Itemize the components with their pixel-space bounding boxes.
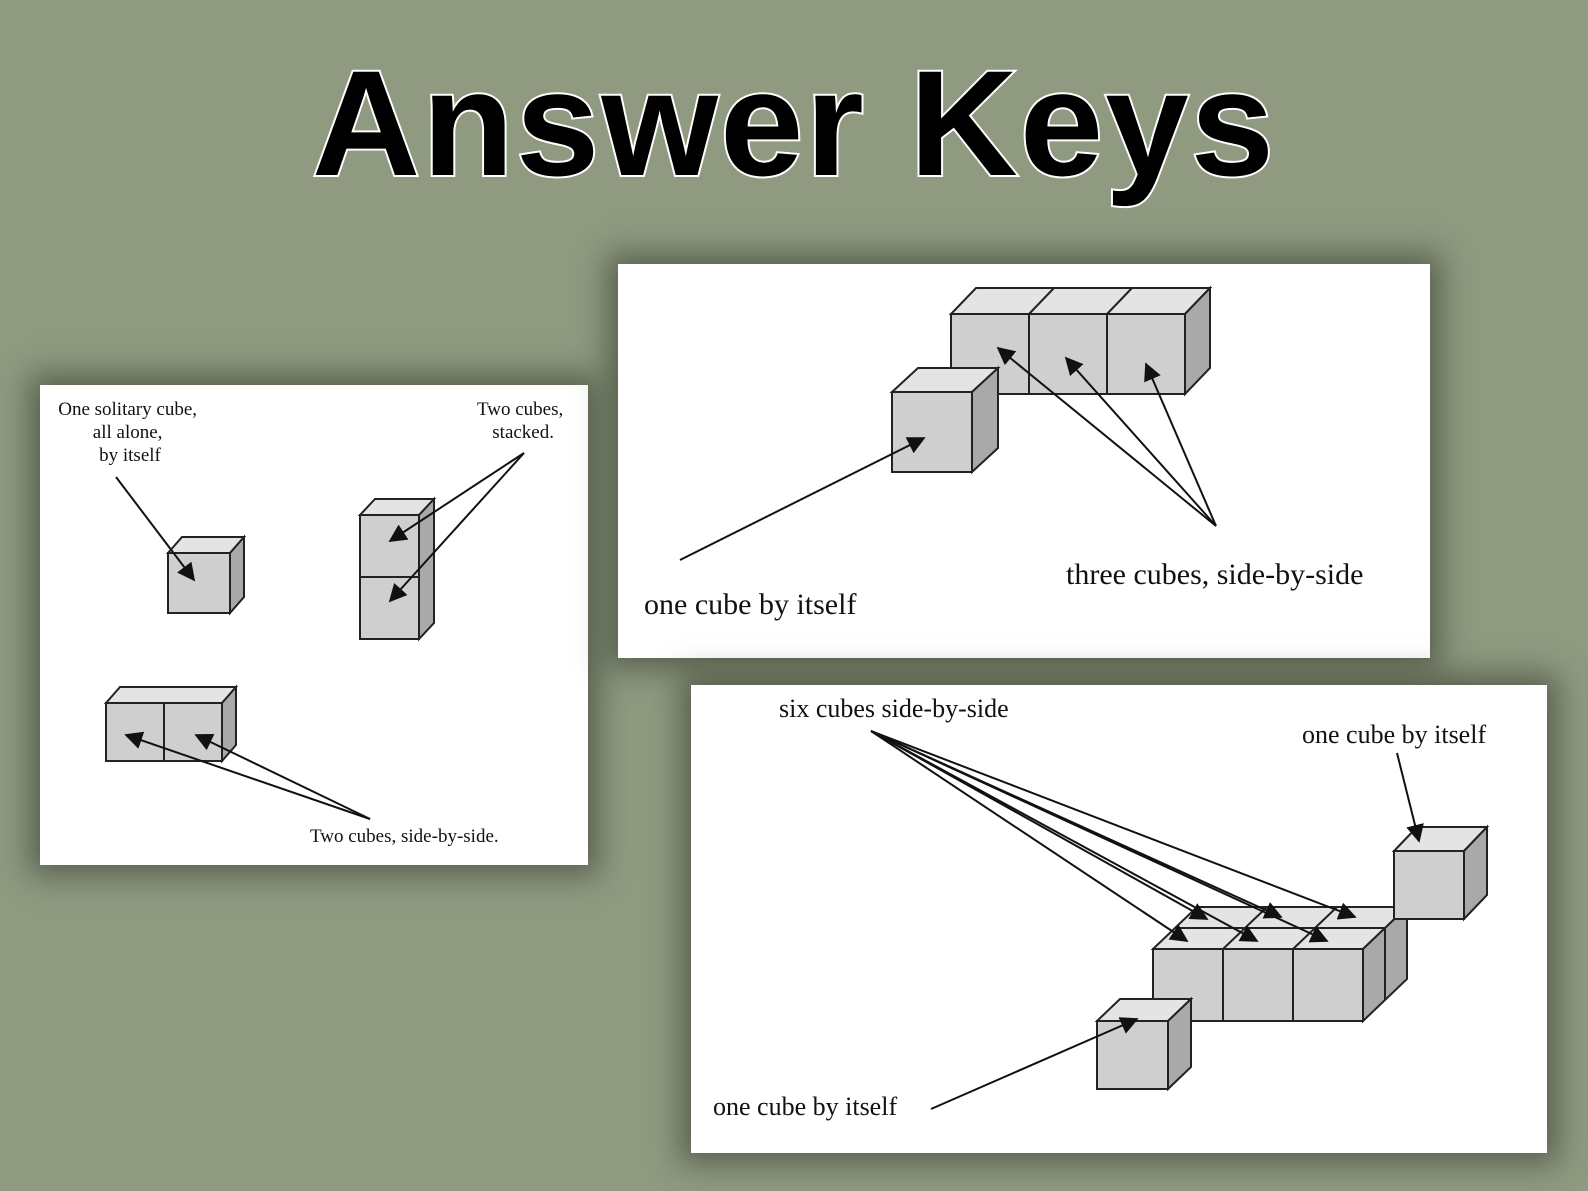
arrow-to-top-stacked-cube [388, 452, 525, 542]
single-cube-top-right [1391, 824, 1490, 922]
arrow-to-single-cube [115, 476, 196, 582]
arrow-to-second-row-cube [1064, 356, 1217, 527]
panel-a-diagram: One solitary cube, all alone, by itself … [58, 399, 568, 847]
answer-panel-eight-cubes: six cubes side-by-side one cube by itsel… [691, 685, 1547, 1153]
arrow-to-right-side-cube [194, 733, 371, 820]
arrow-to-bottom-stacked-cube [388, 452, 525, 603]
three-cubes-row [948, 285, 1213, 397]
label-two-cubes-side-by-side: Two cubes, side-by-side. [310, 826, 499, 847]
single-cube [165, 534, 247, 616]
answer-panel-small-structures: One solitary cube, all alone, by itself … [40, 385, 588, 865]
arrow-to-third-row-cube [1144, 362, 1217, 527]
stacked-cubes [357, 496, 437, 642]
panel-b-diagram: one cube by itself three cubes, side-by-… [644, 285, 1363, 621]
label-one-cube-by-itself-bottom: one cube by itself [713, 1092, 897, 1121]
arrow-to-left-side-cube [124, 731, 371, 820]
arrow-to-bottom-cube [930, 1017, 1139, 1110]
arrow-to-first-row-cube [996, 346, 1217, 527]
label-two-cubes-stacked: Two cubes, stacked. [477, 399, 568, 443]
single-cube [889, 365, 1001, 475]
answer-panel-four-cubes: one cube by itself three cubes, side-by-… [618, 264, 1430, 658]
single-cube-bottom [1094, 996, 1194, 1092]
page-title: Answer Keys [310, 37, 1277, 209]
label-one-cube-by-itself: one cube by itself [644, 588, 856, 621]
label-three-cubes-side-by-side: three cubes, side-by-side [1066, 558, 1363, 591]
panel-c-diagram: six cubes side-by-side one cube by itsel… [713, 694, 1490, 1121]
label-six-cubes-side-by-side: six cubes side-by-side [779, 694, 1009, 723]
label-one-cube-by-itself-top: one cube by itself [1302, 720, 1486, 749]
six-cubes-arrows [870, 730, 1357, 943]
arrow-to-top-right-cube [1396, 752, 1424, 843]
label-one-solitary-cube: One solitary cube, all alone, by itself [58, 399, 202, 466]
arrow-to-single-cube [679, 437, 926, 561]
